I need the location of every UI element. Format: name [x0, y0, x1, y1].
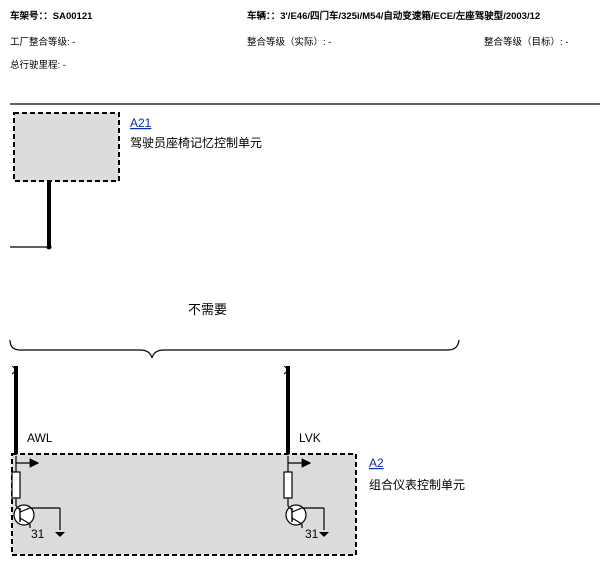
pin-lvk-label: LVK — [299, 431, 321, 445]
grouping-brace — [9, 339, 460, 359]
component-a2[interactable]: A2 组合仪表控制单元 — [11, 453, 465, 556]
lvk-internal-circuit: 31 — [283, 456, 329, 541]
ground-right-label: 31 — [305, 527, 319, 541]
target-integration-level: 整合等级（目标）: - — [484, 37, 569, 48]
chassis-value: ：SA00121 — [43, 11, 93, 22]
ground-right-icon — [319, 532, 329, 537]
a21-box[interactable] — [13, 112, 120, 182]
ground-left-label: 31 — [31, 527, 45, 541]
pin-awl-label: AWL — [27, 431, 53, 445]
awl-resistor — [11, 471, 21, 499]
vehicle-value: ：3'/E46/四门车/325i/M54/自动变速箱/ECE/左座驾驶型/200… — [270, 11, 541, 22]
junction-dot — [46, 244, 52, 250]
chassis-number: 车架号：：SA00121 — [10, 8, 92, 22]
a21-link[interactable]: A21 — [130, 116, 152, 130]
awl-internal-circuit: 31 — [11, 456, 65, 541]
lvk-transistor — [285, 504, 307, 526]
total-mileage: 总行驶里程: - — [10, 60, 66, 71]
ground-left-icon — [55, 532, 65, 537]
actual-integration-level: 整合等级（实际）: - — [247, 37, 332, 48]
vehicle-label: 车辆： — [247, 11, 271, 22]
a2-box[interactable] — [11, 453, 357, 556]
a2-name: 组合仪表控制单元 — [369, 477, 465, 492]
component-a21[interactable]: A21 驾驶员座椅记忆控制单元 — [13, 112, 262, 182]
a2-link[interactable]: A2 — [369, 456, 384, 470]
lvk-resistor — [283, 471, 293, 499]
awl-transistor — [13, 504, 35, 526]
vehicle-info: 车辆：：3'/E46/四门车/325i/M54/自动变速箱/ECE/左座驾驶型/… — [247, 8, 540, 22]
not-required-note: 不需要 — [188, 302, 227, 317]
factory-integration-level: 工厂整合等级: - — [10, 37, 76, 48]
a21-name: 驾驶员座椅记忆控制单元 — [130, 135, 262, 150]
chassis-label: 车架号： — [10, 11, 44, 22]
